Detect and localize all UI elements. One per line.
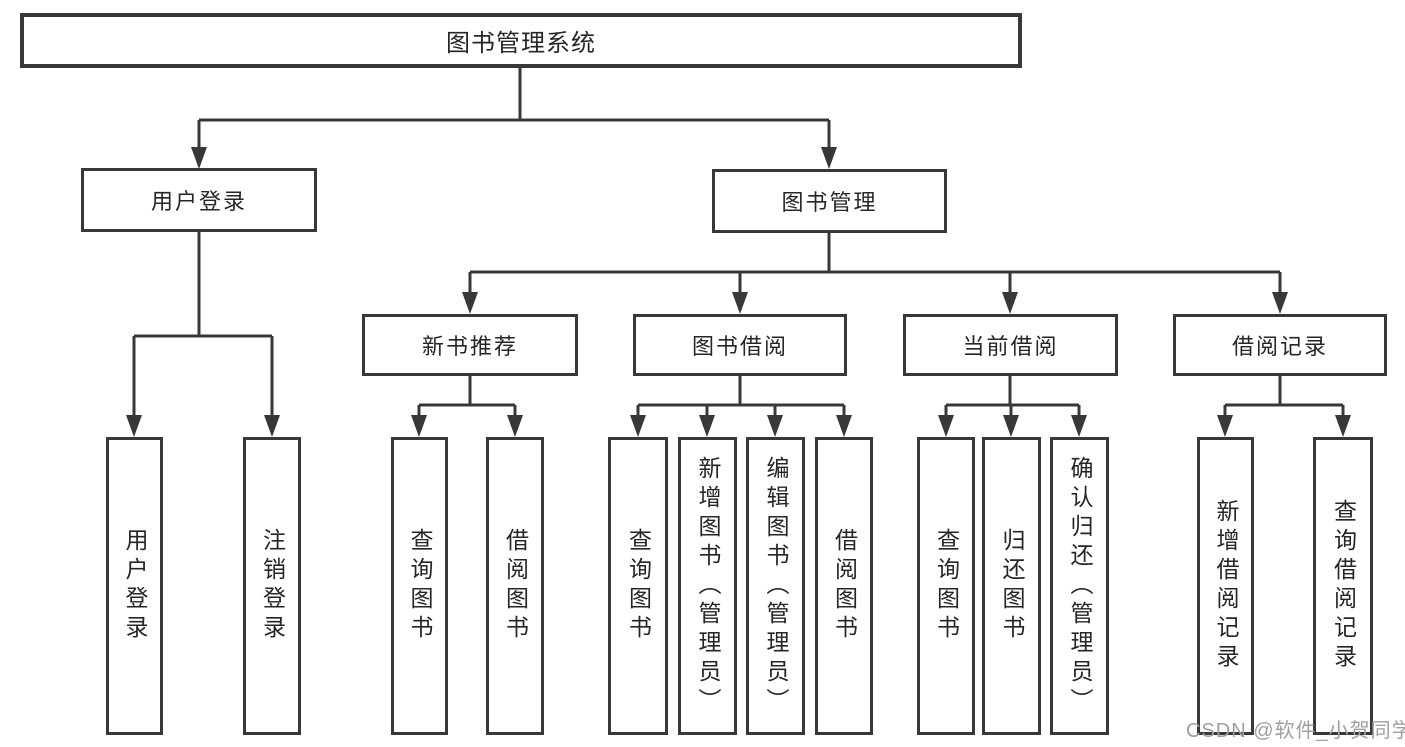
leaf-borrow-books: 借阅图书 bbox=[815, 437, 873, 735]
node-user-login: 用户登录 bbox=[81, 168, 317, 232]
leaf-add-borrow-record: 新增借阅记录 bbox=[1197, 437, 1254, 735]
leaf-user-login-label: 用户登录 bbox=[122, 528, 148, 644]
node-new-book-recommend: 新书推荐 bbox=[362, 314, 578, 376]
leaf-query-books-current-label: 查询图书 bbox=[933, 528, 960, 644]
node-user-login-label: 用户登录 bbox=[150, 189, 247, 214]
leaf-query-books-recommend: 查询图书 bbox=[391, 437, 448, 735]
leaf-user-login: 用户登录 bbox=[106, 437, 163, 735]
leaf-return-books: 归还图书 bbox=[982, 437, 1041, 735]
node-borrow-records-label: 借阅记录 bbox=[1231, 334, 1328, 359]
leaf-query-books-recommend-label: 查询图书 bbox=[407, 528, 433, 644]
watermark: CSDN @软件_小贺同学 bbox=[1186, 720, 1405, 742]
leaf-confirm-return-admin-label: 确认归还（管理员） bbox=[1067, 455, 1093, 717]
leaf-logout: 注销登录 bbox=[243, 437, 301, 735]
leaf-borrow-books-label: 借阅图书 bbox=[831, 528, 858, 644]
leaf-add-books-admin: 新增图书（管理员） bbox=[678, 437, 737, 735]
node-book-borrowing: 图书借阅 bbox=[633, 314, 847, 376]
leaf-query-borrow-record: 查询借阅记录 bbox=[1313, 437, 1373, 735]
leaf-query-books-current: 查询图书 bbox=[917, 437, 975, 735]
node-root: 图书管理系统 bbox=[20, 13, 1022, 68]
node-book-borrowing-label: 图书借阅 bbox=[691, 334, 788, 359]
leaf-add-borrow-record-label: 新增借阅记录 bbox=[1213, 499, 1239, 673]
leaf-edit-books-admin: 编辑图书（管理员） bbox=[746, 437, 805, 735]
node-current-borrowing: 当前借阅 bbox=[903, 314, 1118, 376]
leaf-edit-books-admin-label: 编辑图书（管理员） bbox=[763, 455, 789, 717]
node-current-borrowing-label: 当前借阅 bbox=[962, 334, 1059, 359]
leaf-borrow-books-recommend-label: 借阅图书 bbox=[502, 528, 529, 644]
node-book-management: 图书管理 bbox=[712, 169, 947, 233]
node-new-book-recommend-label: 新书推荐 bbox=[421, 334, 518, 359]
leaf-add-books-admin-label: 新增图书（管理员） bbox=[695, 455, 721, 717]
leaf-return-books-label: 归还图书 bbox=[999, 528, 1025, 644]
node-root-label: 图书管理系统 bbox=[446, 30, 596, 57]
node-book-management-label: 图书管理 bbox=[781, 190, 878, 215]
leaf-query-borrow-record-label: 查询借阅记录 bbox=[1330, 499, 1357, 673]
leaf-query-books-borrowing-label: 查询图书 bbox=[625, 528, 652, 644]
leaf-logout-label: 注销登录 bbox=[259, 528, 286, 644]
node-borrow-records: 借阅记录 bbox=[1173, 314, 1387, 376]
leaf-query-books-borrowing: 查询图书 bbox=[608, 437, 668, 735]
leaf-confirm-return-admin: 确认归还（管理员） bbox=[1050, 437, 1109, 735]
leaf-borrow-books-recommend: 借阅图书 bbox=[486, 437, 544, 735]
